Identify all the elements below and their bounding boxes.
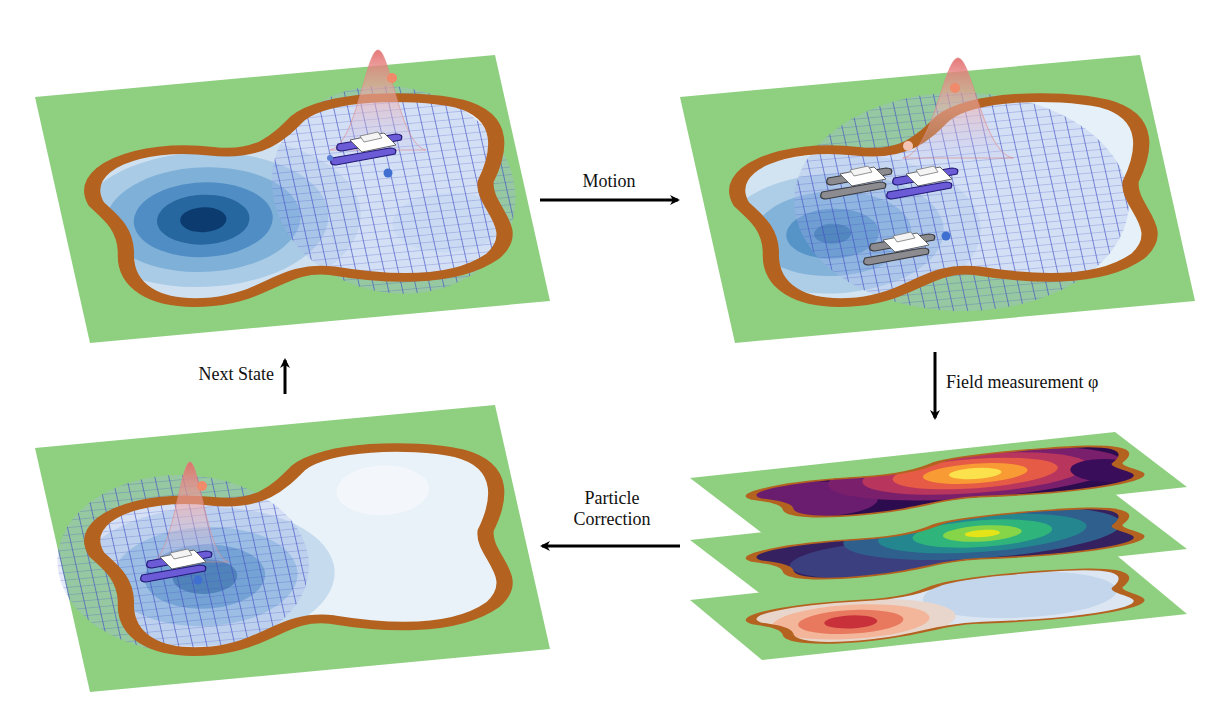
illustration-part: [1059, 456, 1156, 485]
map-panel: [30, 405, 550, 692]
illustration-part: [961, 528, 1004, 538]
illustration-part: [690, 554, 1187, 660]
illustration-part: [126, 177, 281, 263]
step-label: Next State: [199, 364, 274, 385]
illustration-part: [197, 481, 207, 491]
step-label: Field measurement φ: [946, 372, 1098, 393]
illustration-part: [942, 232, 951, 241]
illustration-part: [152, 462, 229, 562]
illustration-part: [77, 438, 526, 660]
illustration-part: [756, 598, 946, 646]
illustration-part: [327, 155, 333, 161]
illustration-part: [680, 55, 1195, 343]
illustration-part: [732, 563, 1163, 649]
illustration-part: [887, 166, 958, 199]
illustration-part: [35, 55, 550, 343]
illustration-part: [898, 514, 1066, 553]
illustration-part: [77, 88, 526, 310]
step-label: Particle Correction: [557, 488, 667, 529]
illustration-part: [194, 576, 203, 585]
flow-arrow: [542, 545, 680, 548]
illustration-part: [178, 205, 230, 234]
illustration-part: [724, 590, 977, 653]
illustration-part: [818, 613, 883, 631]
flow-arrow: [540, 199, 678, 202]
illustration-part: [331, 132, 402, 165]
illustration-part: [877, 452, 1073, 496]
illustration-part: [842, 444, 1109, 503]
illustration-part: [950, 83, 960, 93]
illustration-part: [35, 405, 550, 692]
illustration-part: [935, 522, 1030, 545]
illustration-part: [821, 166, 892, 199]
field-layer: [690, 554, 1187, 660]
illustration-part: [331, 462, 434, 519]
illustration-part: [903, 141, 913, 151]
flow-arrow: [934, 352, 937, 418]
illustration-part: [903, 58, 1013, 158]
map-panel: [652, 55, 1195, 346]
flow-arrow: [284, 360, 287, 394]
step-label: Motion: [582, 171, 635, 192]
illustration-part: [384, 169, 393, 178]
map-panel: [17, 55, 550, 345]
illustration-part: [787, 606, 915, 639]
illustration-part: [943, 466, 1007, 481]
illustration-part: [152, 191, 255, 249]
illustration-part: [387, 73, 397, 83]
illustration-part: [864, 232, 935, 265]
illustration-part: [732, 563, 1163, 649]
